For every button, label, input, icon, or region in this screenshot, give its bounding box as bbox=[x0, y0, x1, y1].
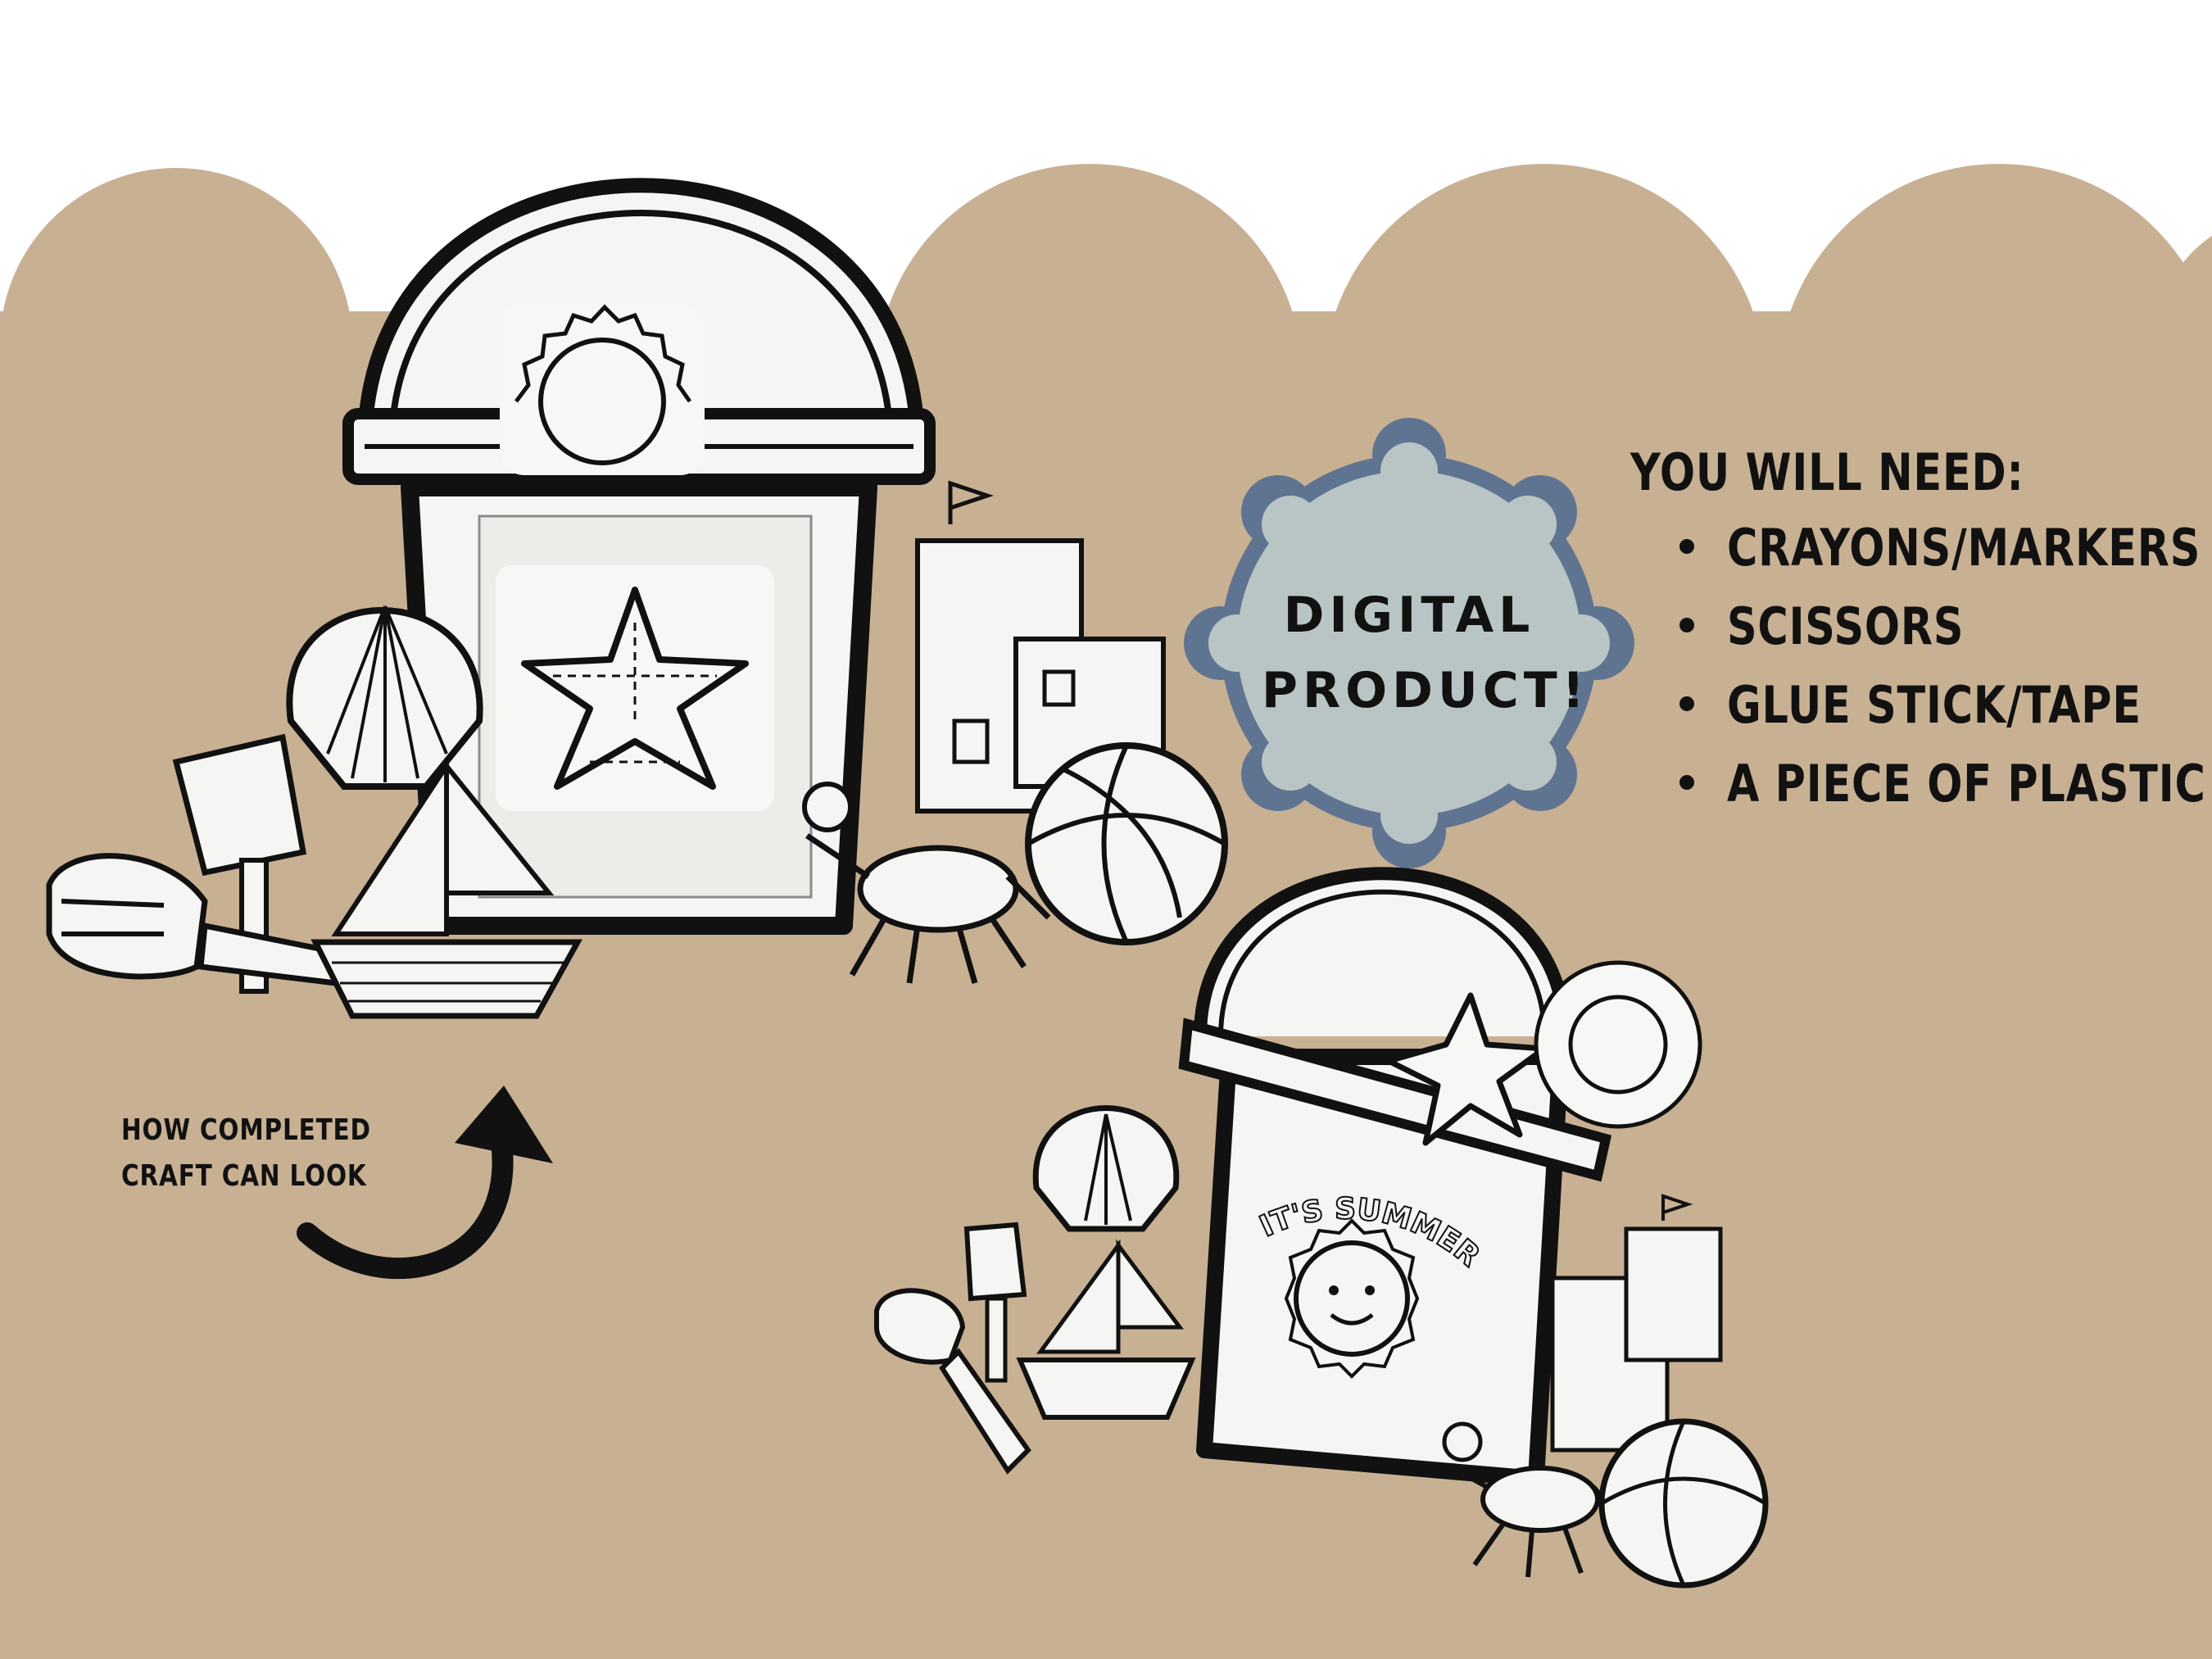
badge-line-2: PRODUCT! bbox=[1262, 662, 1590, 719]
caption-line-1: HOW COMPLETED bbox=[121, 1113, 371, 1147]
supplies-heading: YOU WILL NEED: bbox=[1630, 442, 2024, 502]
crab-icon bbox=[802, 782, 1051, 984]
bullet-icon bbox=[1679, 775, 1694, 790]
seashell-icon bbox=[1032, 1105, 1180, 1232]
arrow-icon bbox=[297, 1086, 553, 1280]
seashell-icon bbox=[286, 605, 483, 790]
supply-label: CRAYONS/MARKERS bbox=[1727, 518, 2201, 578]
sandcastle-icon bbox=[1550, 1194, 1723, 1453]
beach-ball-icon bbox=[1598, 1418, 1769, 1589]
sun-icon bbox=[1534, 960, 1702, 1129]
sailboat-icon bbox=[310, 757, 582, 1019]
digital-product-badge bbox=[1184, 418, 1634, 868]
rake-icon bbox=[46, 853, 340, 987]
supply-label: A PIECE OF PLASTIC bbox=[1727, 754, 2206, 814]
sailboat-icon bbox=[1016, 1239, 1196, 1420]
bullet-icon bbox=[1679, 539, 1694, 554]
bucket-icon bbox=[1178, 867, 1612, 1487]
caption-line-2: CRAFT CAN LOOK bbox=[121, 1159, 367, 1193]
sun-icon bbox=[500, 303, 705, 475]
badge-line-1: DIGITAL bbox=[1283, 587, 1535, 644]
completed-craft-caption: HOW COMPLETED CRAFT CAN LOOK bbox=[121, 1108, 371, 1199]
shovel-icon bbox=[963, 1222, 1027, 1383]
smiling-sun-icon bbox=[1284, 1218, 1420, 1379]
starfish-icon bbox=[1385, 992, 1548, 1146]
starfish-icon bbox=[496, 565, 774, 811]
bullet-icon bbox=[1679, 696, 1694, 711]
badge-label: DIGITAL PRODUCT! bbox=[1262, 578, 1590, 728]
rake-icon bbox=[874, 1288, 1031, 1475]
supply-label: SCISSORS bbox=[1727, 596, 1965, 656]
supply-label: GLUE STICK/TAPE bbox=[1727, 675, 2142, 735]
bullet-icon bbox=[1679, 618, 1694, 632]
beach-ball-icon bbox=[1025, 742, 1228, 945]
